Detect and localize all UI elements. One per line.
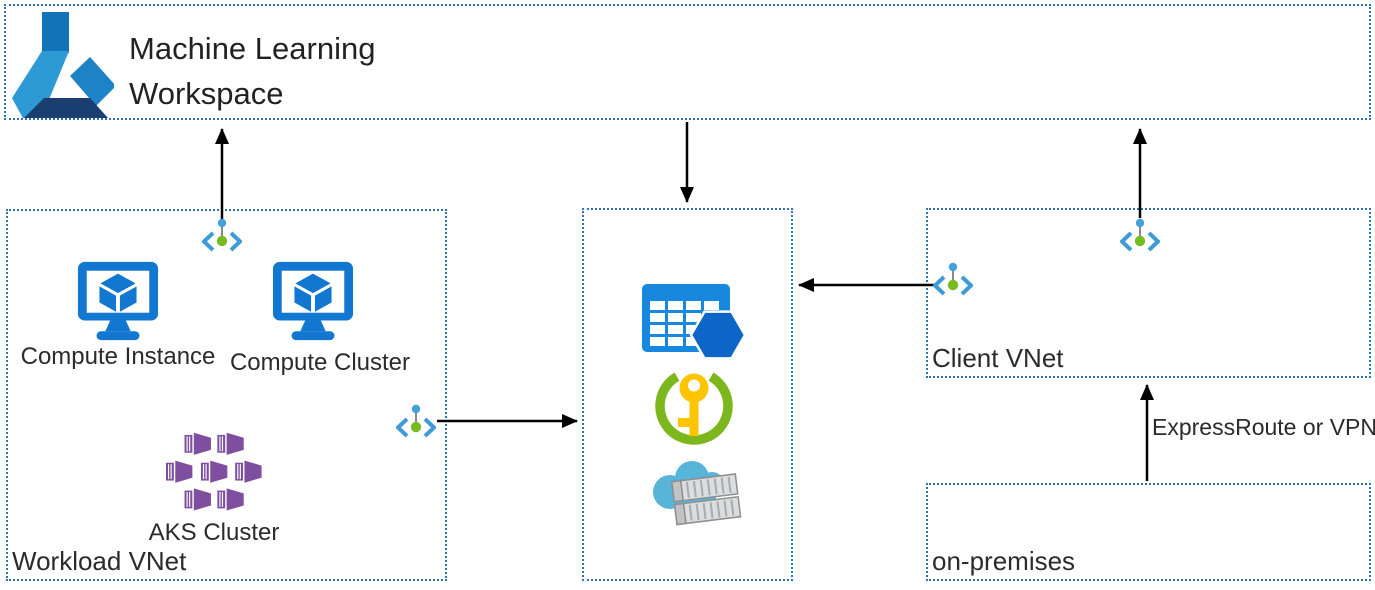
on-premises-box: on-premises bbox=[926, 483, 1371, 581]
aks-cluster-label: AKS Cluster bbox=[148, 519, 280, 546]
compute-cluster-icon bbox=[272, 261, 354, 341]
private-endpoint-icon bbox=[396, 404, 436, 438]
private-endpoint-icon bbox=[1120, 218, 1160, 252]
aks-cluster-icon bbox=[166, 432, 263, 512]
client-vnet-label: Client VNet bbox=[932, 343, 1064, 373]
compute-instance-icon bbox=[77, 261, 159, 341]
expressroute-label: ExpressRoute or VPN bbox=[1152, 414, 1375, 440]
table-storage-icon bbox=[642, 284, 747, 360]
ml-workspace-title-line1: Machine Learning bbox=[129, 31, 376, 66]
client-vnet-box: Client VNet bbox=[926, 208, 1371, 378]
workload-vnet-label: Workload VNet bbox=[12, 546, 187, 576]
workload-vnet-box: Compute Instance Compute Cluster bbox=[6, 209, 447, 581]
shared-services-box bbox=[582, 208, 793, 581]
private-endpoint-icon bbox=[202, 218, 242, 252]
compute-cluster-label: Compute Cluster bbox=[229, 349, 411, 376]
on-premises-label: on-premises bbox=[932, 546, 1076, 576]
machine-learning-workspace-icon bbox=[12, 12, 114, 118]
private-endpoint-icon bbox=[933, 262, 973, 296]
key-vault-icon bbox=[655, 372, 733, 445]
compute-instance-label: Compute Instance bbox=[20, 343, 216, 370]
ml-workspace-title: Machine Learning Workspace bbox=[129, 26, 375, 116]
container-registry-icon bbox=[653, 461, 742, 526]
ml-workspace-title-line2: Workspace bbox=[129, 76, 284, 111]
ml-workspace-box: Machine Learning Workspace bbox=[4, 4, 1371, 120]
